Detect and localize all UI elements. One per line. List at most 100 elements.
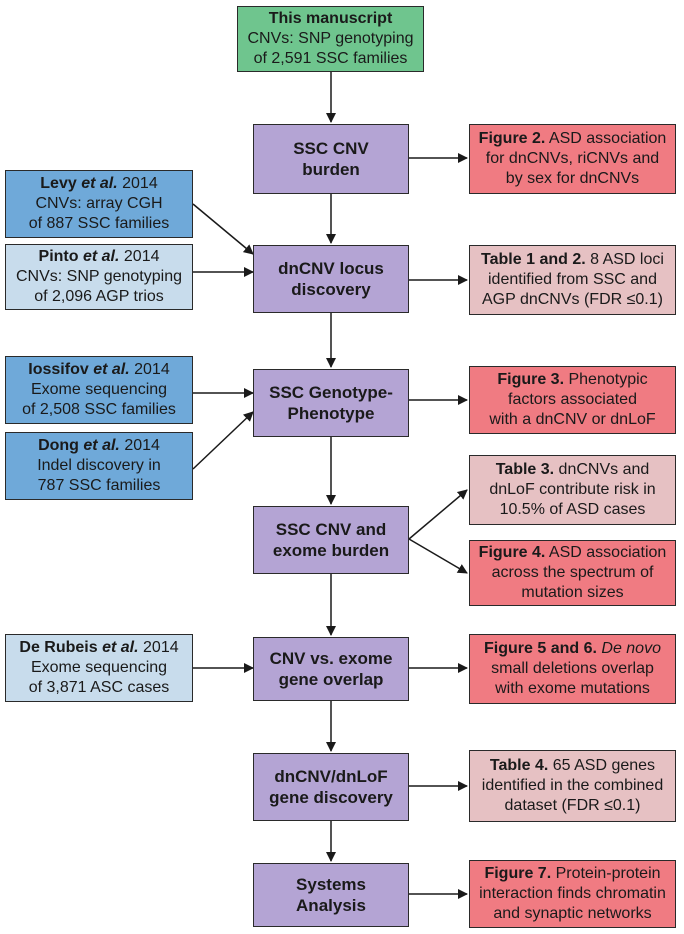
input-line3: of 887 SSC families xyxy=(28,215,170,232)
input-levy-2014: Levy et al. 2014 CNVs: array CGH of 887 … xyxy=(5,170,193,238)
step-label: SSC CNV xyxy=(293,139,369,158)
output-figure-5-6: Figure 5 and 6. De novo small deletions … xyxy=(469,634,676,704)
output-figure-4: Figure 4. ASD association across the spe… xyxy=(469,540,676,606)
manuscript-line2: CNVs: SNP genotyping xyxy=(247,30,414,47)
step-cnv-exome-gene-overlap: CNV vs. exome gene overlap xyxy=(253,637,409,701)
input-de-rubeis-2014: De Rubeis et al. 2014 Exome sequencing o… xyxy=(5,634,193,702)
arrow-exome-to-table3 xyxy=(408,489,468,540)
output-line3: dataset (FDR ≤0.1) xyxy=(504,797,641,814)
input-dong-2014: Dong et al. 2014 Indel discovery in 787 … xyxy=(5,432,193,500)
manuscript-line3: of 2,591 SSC families xyxy=(253,50,408,67)
step-dncnv-locus-discovery: dnCNV locus discovery xyxy=(253,245,409,313)
output-line3: by sex for dnCNVs xyxy=(505,170,640,187)
input-author: De Rubeis xyxy=(19,639,98,656)
step-label: CNV vs. exome xyxy=(269,649,393,668)
output-table-3: Table 3. dnCNVs and dnLoF contribute ris… xyxy=(469,455,676,525)
output-line2: factors associated xyxy=(508,391,637,408)
output-table-1-2: Table 1 and 2. 8 ASD loci identified fro… xyxy=(469,245,676,315)
output-ref: Table 3. xyxy=(495,461,555,478)
step-label: Phenotype xyxy=(287,404,375,423)
arrow-levy-to-locus xyxy=(192,203,254,255)
output-line2: across the spectrum of xyxy=(491,564,654,581)
input-line2: CNVs: SNP genotyping xyxy=(15,268,182,285)
input-line3: of 2,508 SSC families xyxy=(22,401,176,418)
output-text: ASD association xyxy=(545,544,667,561)
input-author: Pinto xyxy=(38,248,79,265)
output-line3: AGP dnCNVs (FDR ≤0.1) xyxy=(482,291,663,308)
manuscript-title: This manuscript xyxy=(268,10,393,27)
step-label: dnCNV/dnLoF xyxy=(274,767,388,786)
output-line2: identified from SSC and xyxy=(488,271,657,288)
input-line3: of 3,871 ASC cases xyxy=(28,679,170,696)
output-line2: for dnCNVs, riCNVs and xyxy=(485,150,660,167)
arrow-dong-to-genotype xyxy=(192,411,254,470)
output-line2: dnLoF contribute risk in xyxy=(489,481,656,498)
input-line3: of 2,096 AGP trios xyxy=(34,288,164,305)
input-line2: Exome sequencing xyxy=(30,381,168,398)
input-etal: et al. xyxy=(93,361,130,378)
manuscript-box: This manuscript CNVs: SNP genotyping of … xyxy=(237,6,424,72)
output-text-italic: De novo xyxy=(596,640,661,657)
input-year: 2014 xyxy=(122,175,158,192)
input-etal: et al. xyxy=(82,248,120,265)
output-text: 65 ASD genes xyxy=(548,757,656,774)
output-line3: and synaptic networks xyxy=(493,905,652,922)
output-line2: interaction finds chromatin xyxy=(479,885,666,902)
input-etal: et al. xyxy=(102,639,139,656)
output-ref: Table 1 and 2. xyxy=(481,251,586,268)
input-author: Iossifov xyxy=(28,361,89,378)
output-ref: Table 4. xyxy=(489,757,549,774)
input-etal: et al. xyxy=(81,175,118,192)
step-ssc-cnv-burden: SSC CNV burden xyxy=(253,124,409,194)
input-pinto-2014: Pinto et al. 2014 CNVs: SNP genotyping o… xyxy=(5,244,193,310)
input-year: 2014 xyxy=(143,639,179,656)
step-label: Analysis xyxy=(296,896,366,915)
arrow-exome-to-fig4 xyxy=(408,538,468,574)
step-label: Systems xyxy=(296,875,366,894)
step-label: gene discovery xyxy=(269,788,393,807)
output-text: dnCNVs and xyxy=(554,461,650,478)
input-iossifov-2014: Iossifov et al. 2014 Exome sequencing of… xyxy=(5,356,193,424)
output-ref: Figure 3. xyxy=(497,371,565,388)
output-line3: mutation sizes xyxy=(521,584,624,601)
step-systems-analysis: Systems Analysis xyxy=(253,863,409,927)
output-line2: small deletions overlap xyxy=(491,660,654,677)
input-year: 2014 xyxy=(124,437,160,454)
output-line3: 10.5% of ASD cases xyxy=(499,501,646,518)
output-text: 8 ASD loci xyxy=(585,251,664,268)
output-ref: Figure 4. xyxy=(478,544,546,561)
output-ref: Figure 2. xyxy=(478,130,546,147)
output-figure-3: Figure 3. Phenotypic factors associated … xyxy=(469,366,676,434)
step-label: burden xyxy=(302,160,360,179)
input-etal: et al. xyxy=(83,437,120,454)
step-label: exome burden xyxy=(272,541,390,560)
input-line3: 787 SSC families xyxy=(37,477,161,494)
input-line2: CNVs: array CGH xyxy=(35,195,163,212)
input-author: Dong xyxy=(38,437,79,454)
step-label: discovery xyxy=(291,280,371,299)
step-label: gene overlap xyxy=(278,670,384,689)
output-text: Protein-protein xyxy=(551,865,661,882)
output-text: ASD association xyxy=(545,130,667,147)
output-line3: with exome mutations xyxy=(495,680,650,697)
input-year: 2014 xyxy=(134,361,170,378)
input-author: Levy xyxy=(40,175,77,192)
output-table-4: Table 4. 65 ASD genes identified in the … xyxy=(469,750,676,822)
input-year: 2014 xyxy=(123,248,160,265)
output-text: Phenotypic xyxy=(564,371,648,388)
output-line3: with a dnCNV or dnLoF xyxy=(489,411,656,428)
output-figure-2: Figure 2. ASD association for dnCNVs, ri… xyxy=(469,124,676,194)
output-ref: Figure 7. xyxy=(484,865,552,882)
step-label: SSC Genotype- xyxy=(269,383,393,402)
step-ssc-genotype-phenotype: SSC Genotype- Phenotype xyxy=(253,369,409,437)
output-line2: identified in the combined xyxy=(481,777,664,794)
input-line2: Exome sequencing xyxy=(30,659,168,676)
output-figure-7: Figure 7. Protein-protein interaction fi… xyxy=(469,860,676,928)
step-dncnv-dnlof-gene-discovery: dnCNV/dnLoF gene discovery xyxy=(253,753,409,821)
input-line2: Indel discovery in xyxy=(37,457,161,474)
step-label: dnCNV locus xyxy=(278,259,384,278)
step-label: SSC CNV and xyxy=(275,520,387,539)
step-ssc-cnv-exome-burden: SSC CNV and exome burden xyxy=(253,506,409,574)
output-ref: Figure 5 and 6. xyxy=(484,640,597,657)
